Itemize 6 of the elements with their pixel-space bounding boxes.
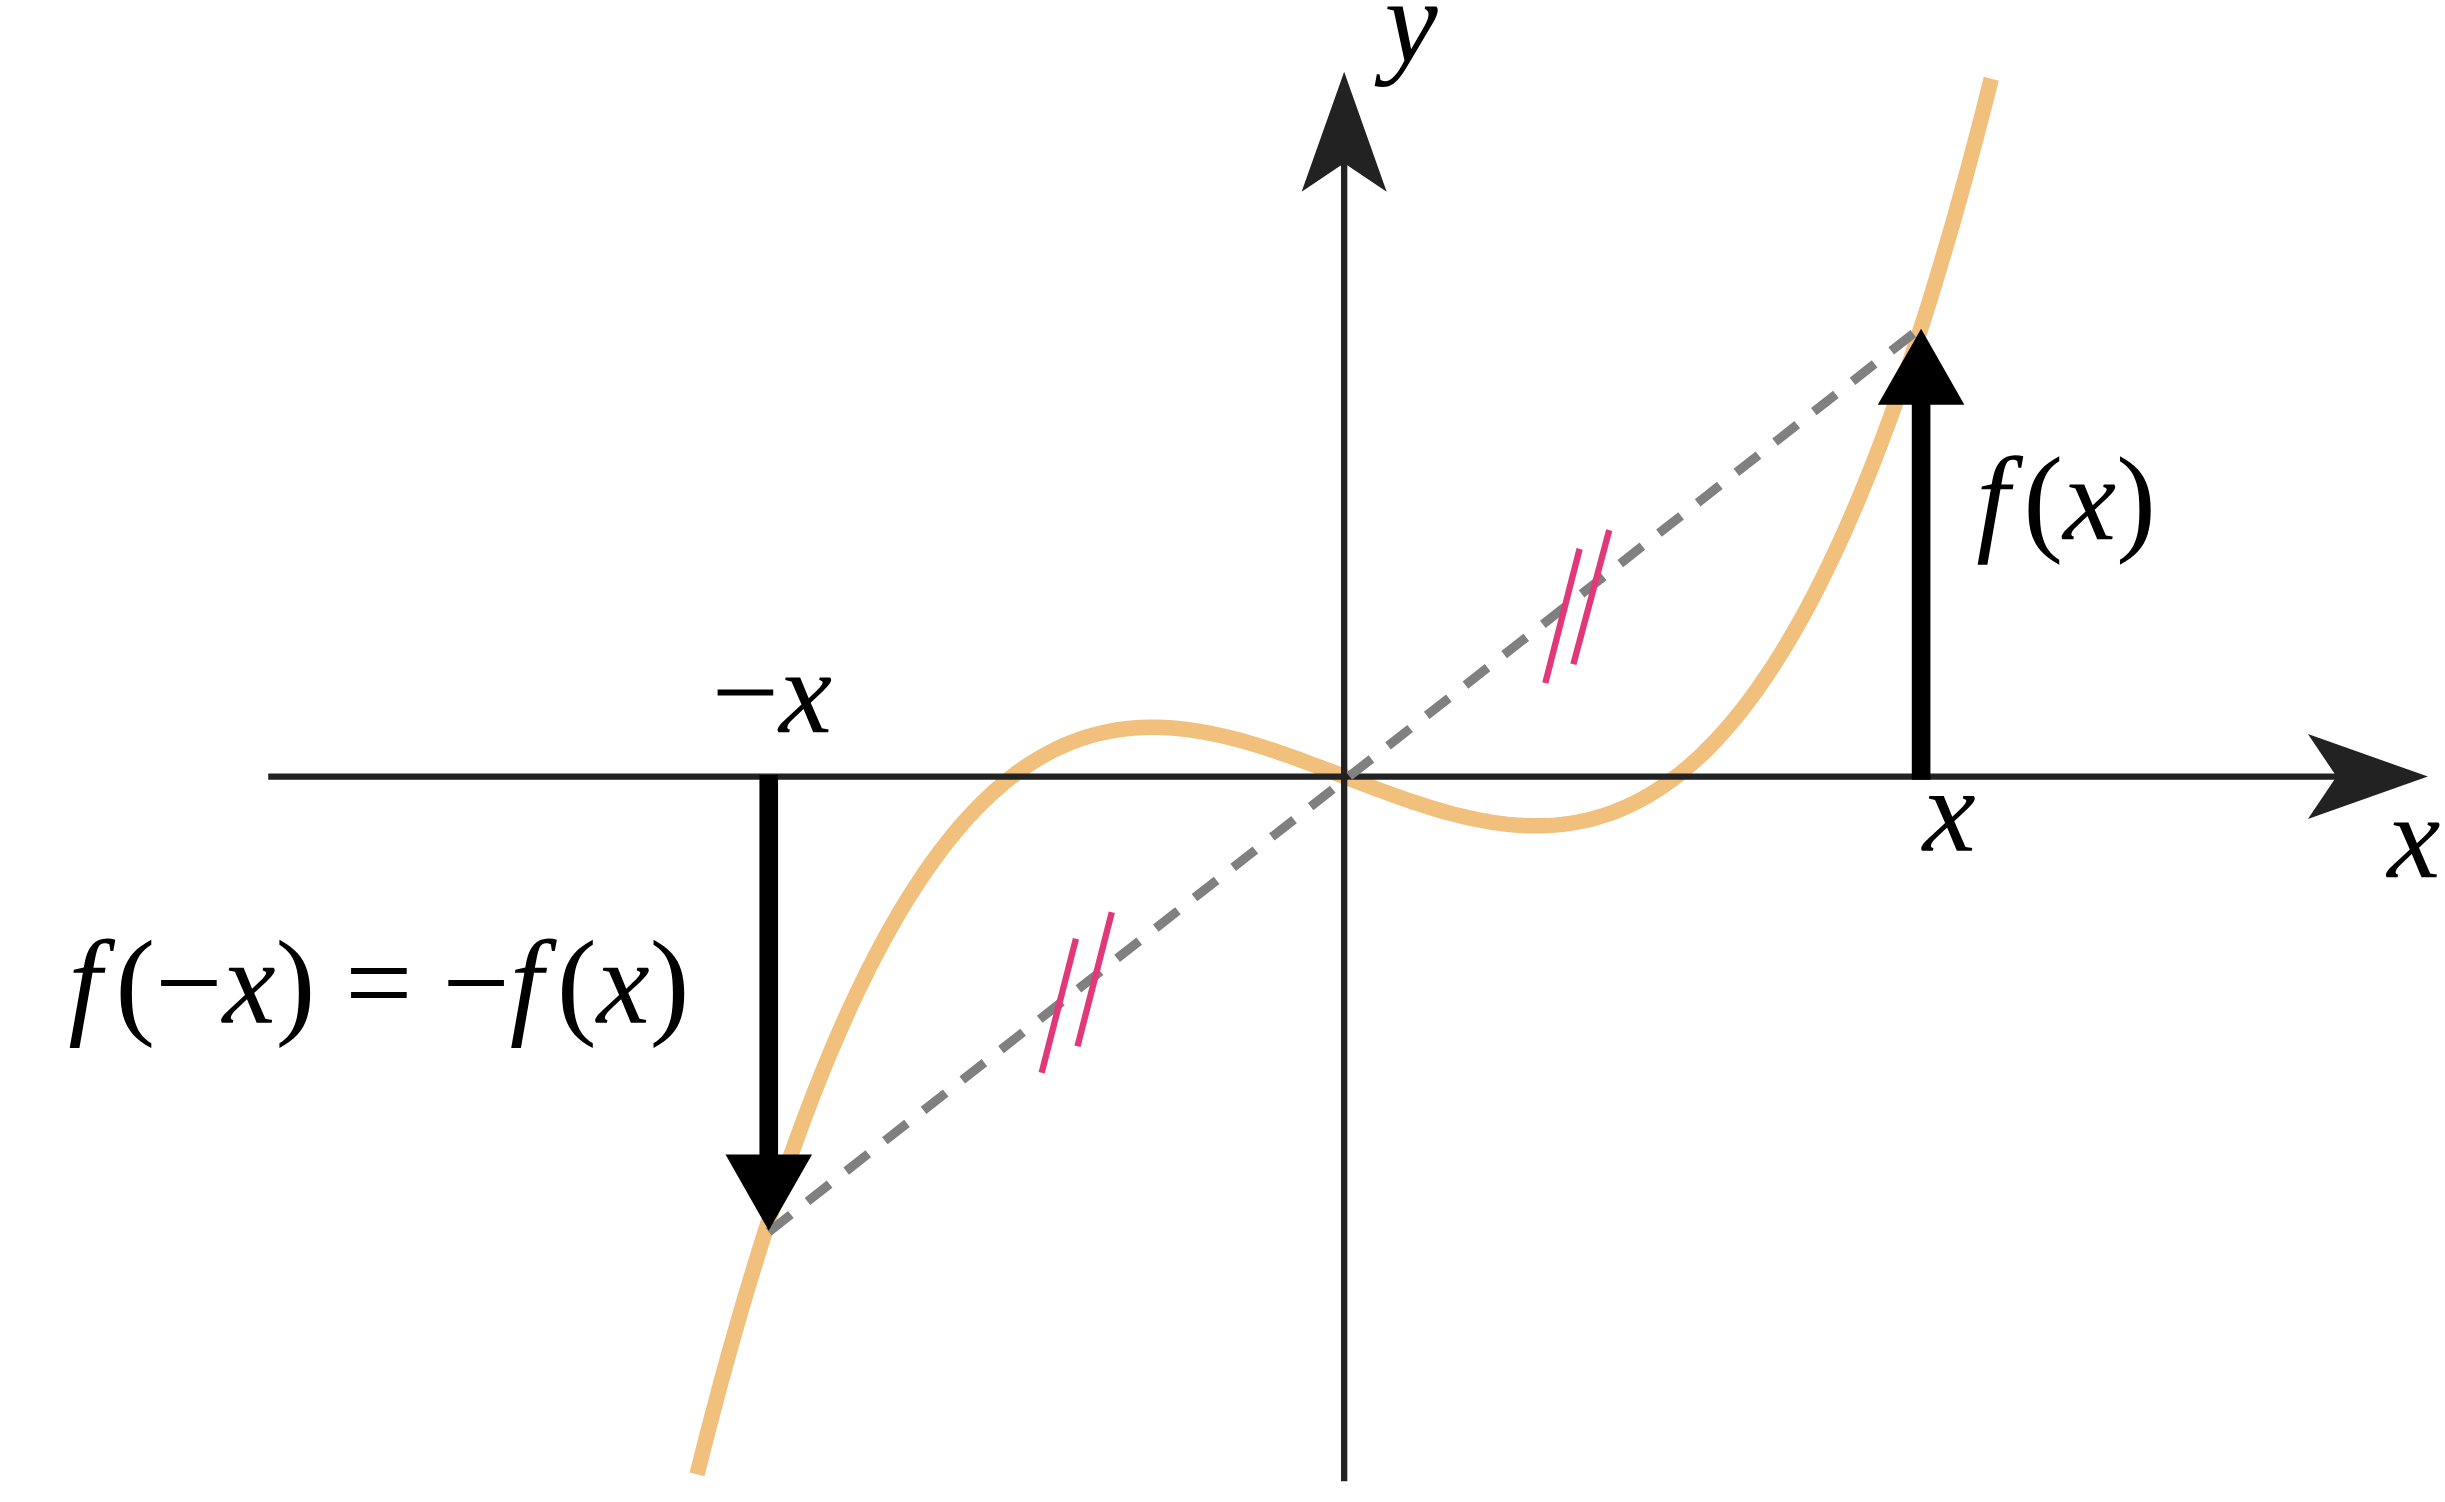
value-label: f(−x) = −f(x) — [69, 938, 685, 1049]
axis-label: y — [1374, 6, 1438, 88]
value-label: f(x) — [1977, 455, 2151, 565]
axis-label: x — [2385, 822, 2440, 878]
point-label: x — [1921, 796, 1975, 851]
point-label: −x — [717, 677, 832, 733]
